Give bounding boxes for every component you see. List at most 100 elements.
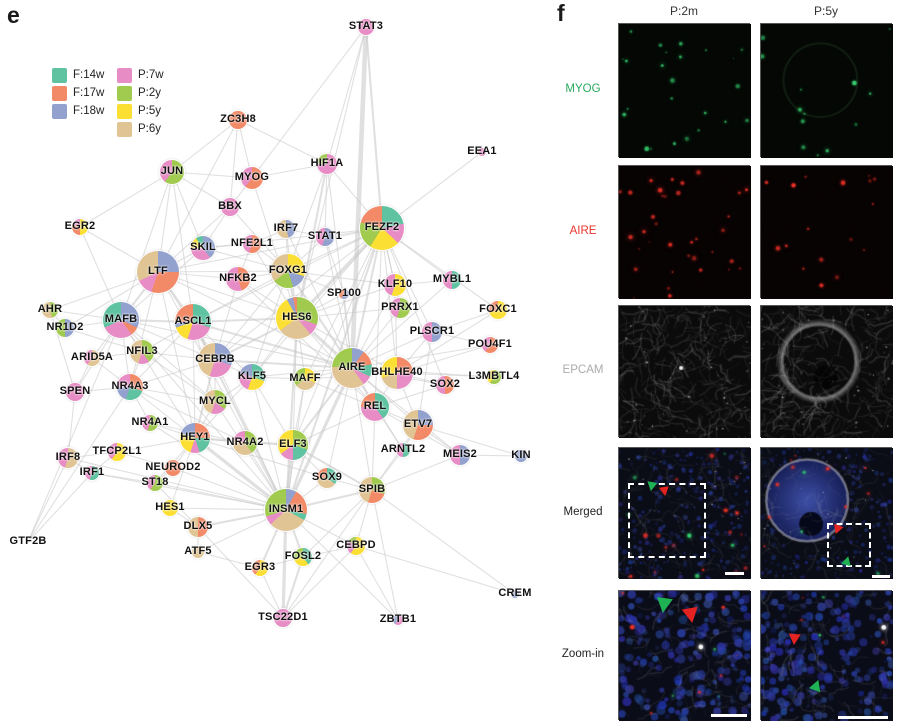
network-node-MEIS2 <box>450 445 470 465</box>
network-node-L3MBTL4 <box>487 370 501 384</box>
network-node-DLX5 <box>188 517 208 537</box>
legend-label: F:18w <box>73 105 105 117</box>
network-node-STAT3 <box>358 19 374 35</box>
network-node-NR1D2 <box>56 319 74 337</box>
network-node-KLF5 <box>239 364 265 390</box>
network-node-EGR3 <box>252 560 268 576</box>
network-node-NFE2L1 <box>243 235 261 253</box>
network-node-ARNTL2 <box>396 443 410 457</box>
micrograph-aire-p5y <box>760 165 893 299</box>
network-node-SPEN <box>66 383 84 401</box>
edge-LTF-HEY1 <box>157 271 196 439</box>
edge-FEZF2-SOX2 <box>381 227 446 386</box>
edge-FOXG1-CEBPB <box>214 270 289 361</box>
micrograph-image-epcam-p5y <box>761 306 893 438</box>
micrograph-myog-p5y <box>760 23 893 158</box>
micrograph-image-aire-p2m <box>619 166 751 299</box>
network-node-SKIL <box>191 236 215 260</box>
edge-MAFB-AIRE <box>120 319 353 369</box>
edge-JUN-EGR2 <box>79 171 173 228</box>
edge-JUN-MAFB <box>120 171 173 321</box>
row-label-epcam: EPCAM <box>562 364 604 376</box>
edge-ZC3H8-HIF1A <box>237 119 328 165</box>
edge-MYOG-HES6 <box>251 177 298 319</box>
legend-label: P:7w <box>138 69 164 81</box>
edge-FEZF2-CEBPB <box>214 227 383 361</box>
legend-label: F:14w <box>73 69 105 81</box>
network-node-MAFB <box>103 302 139 338</box>
network-node-CREM <box>511 590 519 598</box>
edge-AIRE-SPIB <box>351 367 373 491</box>
edge-MAFB-MYCL <box>120 319 216 403</box>
network-node-ATF5 <box>192 546 204 558</box>
micrograph-zoom-in-p5y <box>760 590 893 721</box>
edge-PLSCR1-ETV7 <box>417 331 433 426</box>
legend-swatch-p7w <box>117 68 132 83</box>
micrograph-overlay-zoom-in-p2m <box>619 591 749 719</box>
row-label-merged: Merged <box>563 505 603 518</box>
network-node-SP100 <box>339 289 349 299</box>
edge-AIRE-INSM1 <box>284 366 354 512</box>
edge-NR4A1-INSM1 <box>149 422 287 511</box>
edge-STAT3-MYOG <box>251 26 367 179</box>
edge-BHLHE40-L3MBTL4 <box>396 372 495 378</box>
micrograph-image-aire-p5y <box>761 166 893 299</box>
network-node-EGR2 <box>72 219 88 235</box>
green-arrowhead-icon <box>645 480 658 492</box>
edge-FOXG1-KLF10 <box>287 270 396 286</box>
network-node-KLF10 <box>384 274 406 296</box>
edge-ZC3H8-BBX <box>229 119 239 208</box>
network-node-STAT1 <box>316 228 334 246</box>
edge-ATF5-EGR3 <box>197 551 261 569</box>
legend-swatch-f14w <box>52 68 67 83</box>
network-node-ARID5A <box>84 350 100 366</box>
edge-ZC3H8-JUN <box>171 119 239 173</box>
network-node-FOXG1 <box>271 254 305 288</box>
edge-MEIS2-KIN <box>459 454 522 457</box>
scale-bar <box>871 575 891 579</box>
legend-label: P:2y <box>138 87 162 99</box>
network-node-PRRX1 <box>390 298 410 318</box>
green-arrowhead-icon <box>654 596 673 614</box>
micrograph-epcam-p2m <box>618 305 751 438</box>
edge-AHR-SPEN <box>49 309 76 393</box>
network-node-CEBPD <box>347 537 365 555</box>
legend-swatch-f17w <box>52 86 67 101</box>
micrograph-image-zoom-in-p5y <box>761 591 893 721</box>
micrograph-image-myog-p2m <box>619 24 751 158</box>
network-node-HEY1 <box>180 423 210 453</box>
network-node-PLSCR1 <box>422 322 442 342</box>
red-arrowhead-icon <box>659 486 671 497</box>
column-header-P-5y: P:5y <box>813 4 838 18</box>
edge-FOXC1-PLSCR1 <box>431 309 499 333</box>
edge-NR1D2-NFIL3 <box>64 327 143 353</box>
network-node-INSM1 <box>265 489 307 531</box>
network-node-TFCP2L1 <box>108 443 126 461</box>
edge-IRF1-GTF2B <box>27 472 93 543</box>
red-arrowhead-icon <box>681 607 700 625</box>
micrograph-myog-p2m <box>618 23 751 158</box>
edge-HEY1-SOX9 <box>194 437 328 479</box>
edge-FEZF2-FOXC1 <box>381 227 499 311</box>
micrograph-image-epcam-p2m <box>619 306 751 438</box>
edge-AIRE-MEIS2 <box>351 367 461 456</box>
legend-swatch-p6y <box>117 122 132 137</box>
edge-MYBL1-AIRE <box>351 279 453 369</box>
edge-ETV7-KIN <box>417 424 522 457</box>
network-node-CEBPB <box>198 343 232 377</box>
network-node-ELF3 <box>278 430 308 460</box>
micrograph-overlay-myog-p5y <box>761 24 891 156</box>
edge-ELF3-SPIB <box>291 443 374 492</box>
micrograph-overlay-merged-p2m <box>619 448 749 577</box>
network-node-ZC3H8 <box>229 111 247 129</box>
edge-LTF-HES6 <box>157 271 298 319</box>
edge-FOSL2-TSC22D1 <box>281 555 305 620</box>
network-node-REL <box>361 393 389 421</box>
micrograph-epcam-p5y <box>760 305 893 438</box>
network-node-SOX2 <box>436 376 454 394</box>
row-label-aire: AIRE <box>569 224 597 237</box>
micrograph-image-myog-p5y <box>761 24 893 158</box>
network-node-IRF8 <box>58 448 78 468</box>
micrograph-merged-p5y <box>760 447 893 579</box>
edge-NR4A3-MYCL <box>129 386 216 403</box>
